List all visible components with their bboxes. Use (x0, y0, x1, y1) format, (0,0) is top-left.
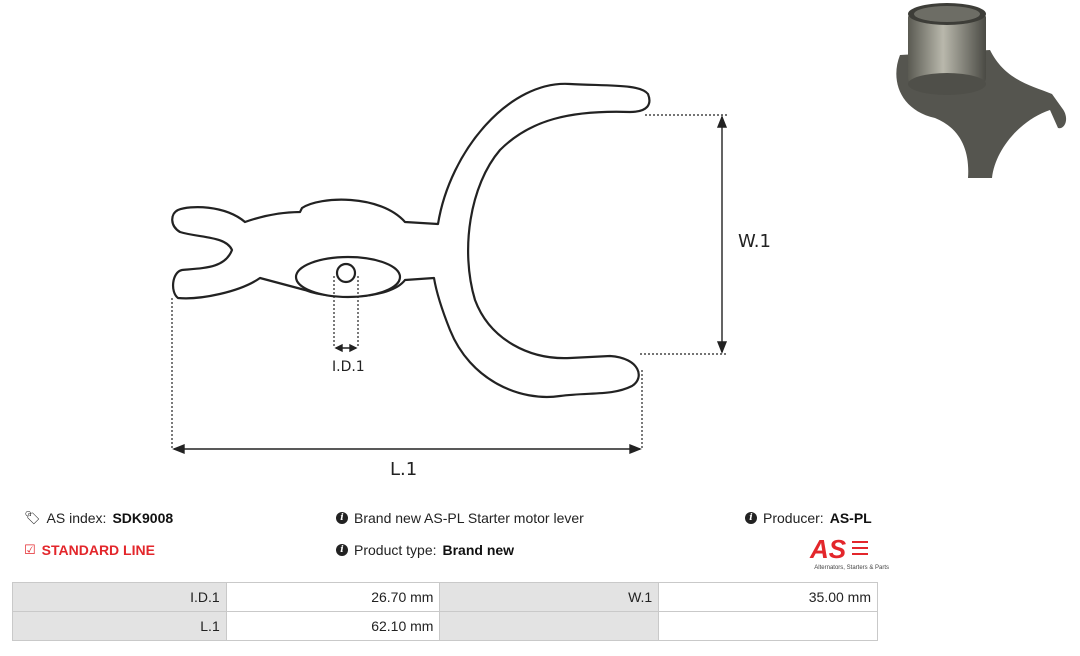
as-index-label: AS index: (46, 510, 107, 526)
spec-value: 62.10 mm (225, 611, 441, 641)
spec-value: 26.70 mm (225, 582, 441, 612)
spec-key: L.1 (12, 611, 227, 641)
pin-hole (335, 262, 357, 284)
tags-icon: 🏷 (24, 510, 41, 525)
logo-mark: AS (809, 534, 847, 564)
info-icon: i (745, 512, 757, 524)
product-description: i Brand new AS-PL Starter motor lever (336, 510, 584, 526)
producer-value: AS-PL (829, 510, 872, 526)
info-icon: i (336, 512, 348, 524)
producer-label: Producer: (763, 510, 824, 526)
check-square-icon: ☑ (24, 542, 36, 557)
table-row: L.1 62.10 mm (12, 611, 878, 641)
product-type-value: Brand new (442, 542, 515, 558)
product-photo (896, 3, 1067, 178)
standard-line-badge: ☑ STANDARD LINE (24, 542, 155, 558)
spec-key (439, 611, 660, 641)
info-icon: i (336, 544, 348, 556)
standard-line-text: STANDARD LINE (41, 542, 155, 558)
spec-value (658, 611, 878, 641)
technical-drawing: I.D.1 W.1 L.1 (171, 82, 771, 480)
spec-key: W.1 (439, 582, 660, 612)
lever-left-fork (171, 82, 651, 398)
spec-value: 35.00 mm (658, 582, 878, 612)
w1-label: W.1 (738, 231, 771, 252)
description-text: Brand new AS-PL Starter motor lever (354, 510, 584, 526)
specs-table: I.D.1 26.70 mm W.1 35.00 mm L.1 62.10 mm (12, 582, 878, 641)
as-index-value: SDK9008 (112, 510, 174, 526)
logo-tagline: Alternators, Starters & Parts (814, 565, 889, 571)
spec-key: I.D.1 (12, 582, 227, 612)
table-row: I.D.1 26.70 mm W.1 35.00 mm (12, 582, 878, 612)
producer: i Producer: AS-PL (745, 510, 872, 526)
product-type: i Product type: Brand new (336, 542, 514, 558)
l1-label: L.1 (390, 459, 417, 480)
as-pl-logo: AS Alternators, Starters & Parts (809, 534, 889, 571)
id1-label: I.D.1 (332, 359, 365, 375)
product-type-label: Product type: (354, 542, 437, 558)
as-index: 🏷 AS index: SDK9008 (24, 510, 173, 526)
